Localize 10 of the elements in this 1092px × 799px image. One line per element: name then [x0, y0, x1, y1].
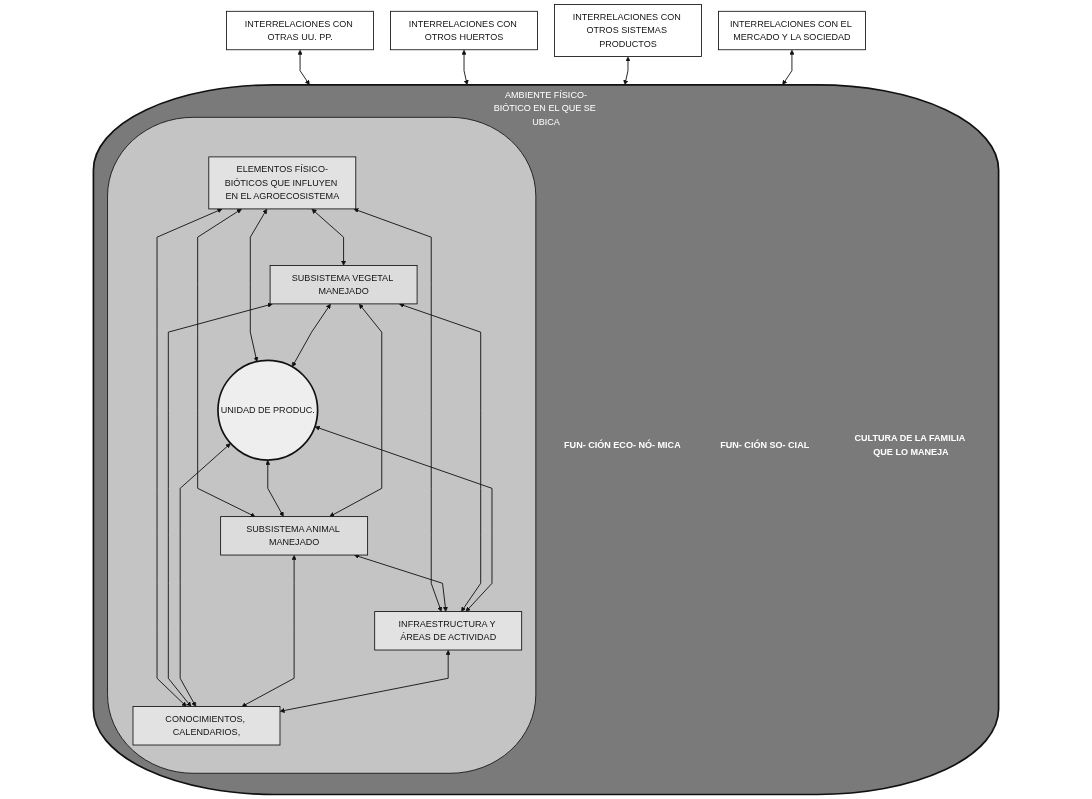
- node-box: SUBSISTEMA VEGETAL MANEJADO: [269, 265, 418, 305]
- node-box: INTERRELACIONES CON OTROS HUERTOS: [390, 10, 538, 51]
- node-box: INTERRELACIONES CON EL MERCADO Y LA SOCIEDAD: [718, 10, 866, 51]
- node-box: INFRAESTRUCTURA Y ÁREAS DE ACTIVIDAD: [374, 611, 523, 651]
- node-box: INTERRELACIONES CON OTRAS UU. PP.: [226, 10, 374, 51]
- node-box: CONOCIMIENTOS, CALENDARIOS,: [132, 706, 281, 746]
- node-box: INTERRELACIONES CON OTROS SISTEMAS PRODUCTOS: [554, 4, 702, 57]
- node-circle: UNIDAD DE PRODUC.: [217, 359, 319, 461]
- node-box: ELEMENTOS FÍSICO-BIÓTICOS QUE INFLUYEN EN EL AGROECOSISTEMA: [208, 156, 357, 210]
- node-box: SUBSISTEMA ANIMAL MANEJADO: [220, 516, 369, 556]
